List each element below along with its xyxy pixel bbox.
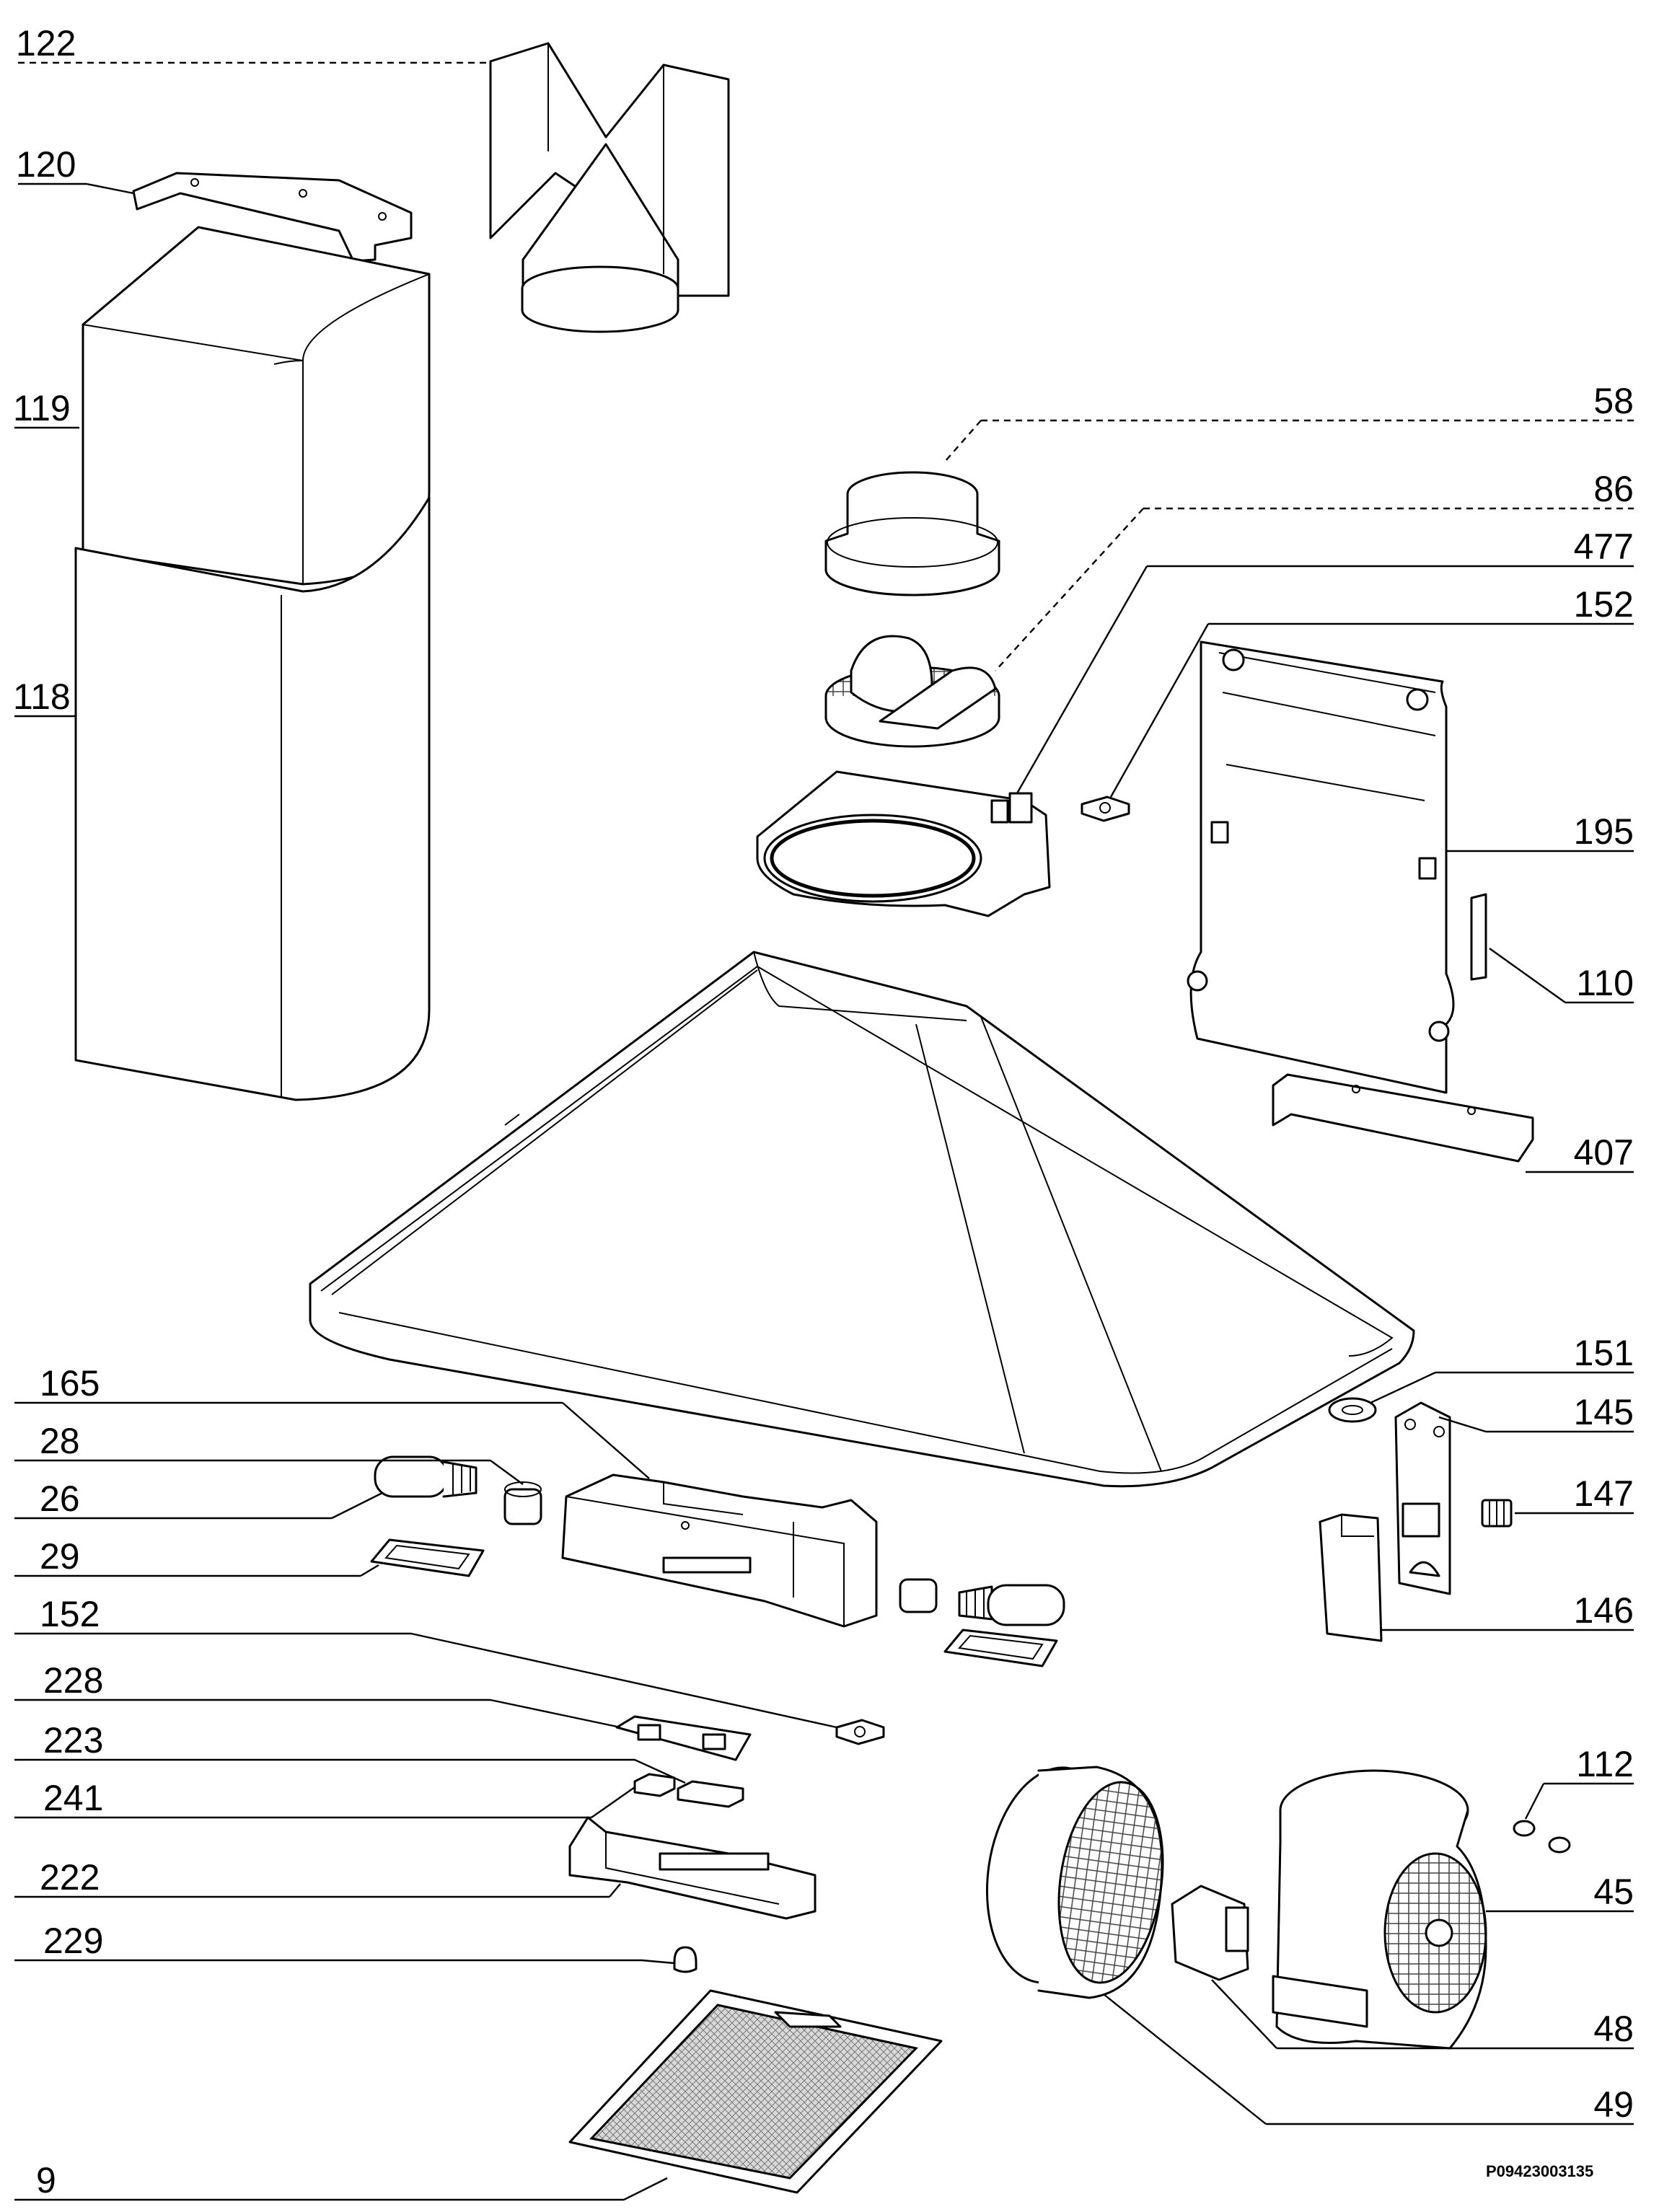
part-223-button [677,1780,744,1808]
label-29: 29 [40,1536,80,1577]
part-28-lamp-holder [503,1481,542,1525]
label-119: 119 [13,388,71,428]
label-122: 122 [16,23,76,63]
part-58-flange [824,471,1000,596]
label-195: 195 [1573,811,1634,852]
part-228-panel [615,1715,752,1761]
label-110: 110 [1576,963,1634,1003]
part-145-switch-plate [1394,1401,1451,1595]
part-49-fan-wheel [985,1766,1164,1999]
part-195-back-plate [1187,640,1455,1094]
part-229-knob [673,1946,698,1973]
label-112: 112 [1576,1744,1634,1784]
leader-lines [14,61,1634,2201]
part-120-bracket [132,172,413,263]
part-152-clip-top [1081,796,1130,822]
part-48-capacitor [1171,1885,1249,1981]
label-165: 165 [40,1363,100,1404]
label-229: 229 [43,1921,104,1961]
part-122-air-deflector [489,42,730,333]
label-147: 147 [1573,1473,1634,1514]
label-58: 58 [1593,381,1634,421]
part-118-lower-chimney [74,496,431,1101]
label-223: 223 [43,1720,104,1761]
label-152-top: 152 [1573,584,1634,625]
label-45: 45 [1593,1872,1634,1912]
part-29-lamp-cover-left [370,1538,485,1577]
label-26: 26 [40,1479,80,1519]
label-48: 48 [1593,2009,1634,2049]
label-49: 49 [1593,2084,1634,2125]
label-222: 222 [40,1857,100,1898]
part-151-gasket [1328,1397,1377,1423]
part-477-connector-plate [756,770,1051,917]
part-152-clip-lower [835,1719,885,1745]
part-9-grease-filter [568,1989,943,2194]
part-407-rail [1272,1073,1534,1163]
part-45-motor [1272,1769,1487,2050]
label-151: 151 [1573,1333,1634,1373]
part-hood-body [309,951,1415,1488]
part-119-upper-chimney [82,226,431,586]
part-26-lamp-left [374,1455,478,1498]
part-241-button [633,1773,676,1797]
part-86-damper [824,635,1000,748]
part-222-bracket [568,1816,817,1920]
label-145: 145 [1573,1392,1634,1432]
label-477: 477 [1573,526,1634,567]
part-112-caps [1513,1820,1571,1854]
label-120: 120 [16,144,76,185]
part-110-strip [1470,893,1487,981]
label-407: 407 [1573,1132,1634,1173]
label-241: 241 [43,1778,104,1818]
label-228: 228 [43,1660,104,1701]
part-147-terminal [1481,1499,1513,1528]
label-118: 118 [13,677,71,717]
part-146-switch [1319,1513,1383,1642]
label-86: 86 [1593,469,1634,509]
part-lamp-assembly-right [899,1578,1065,1667]
drawing-code: P09423003135 [1486,2162,1594,2180]
part-165-housing [561,1473,878,1628]
label-146: 146 [1573,1590,1634,1631]
label-152-lower: 152 [40,1594,100,1634]
label-28: 28 [40,1421,80,1461]
label-9: 9 [36,2160,56,2200]
